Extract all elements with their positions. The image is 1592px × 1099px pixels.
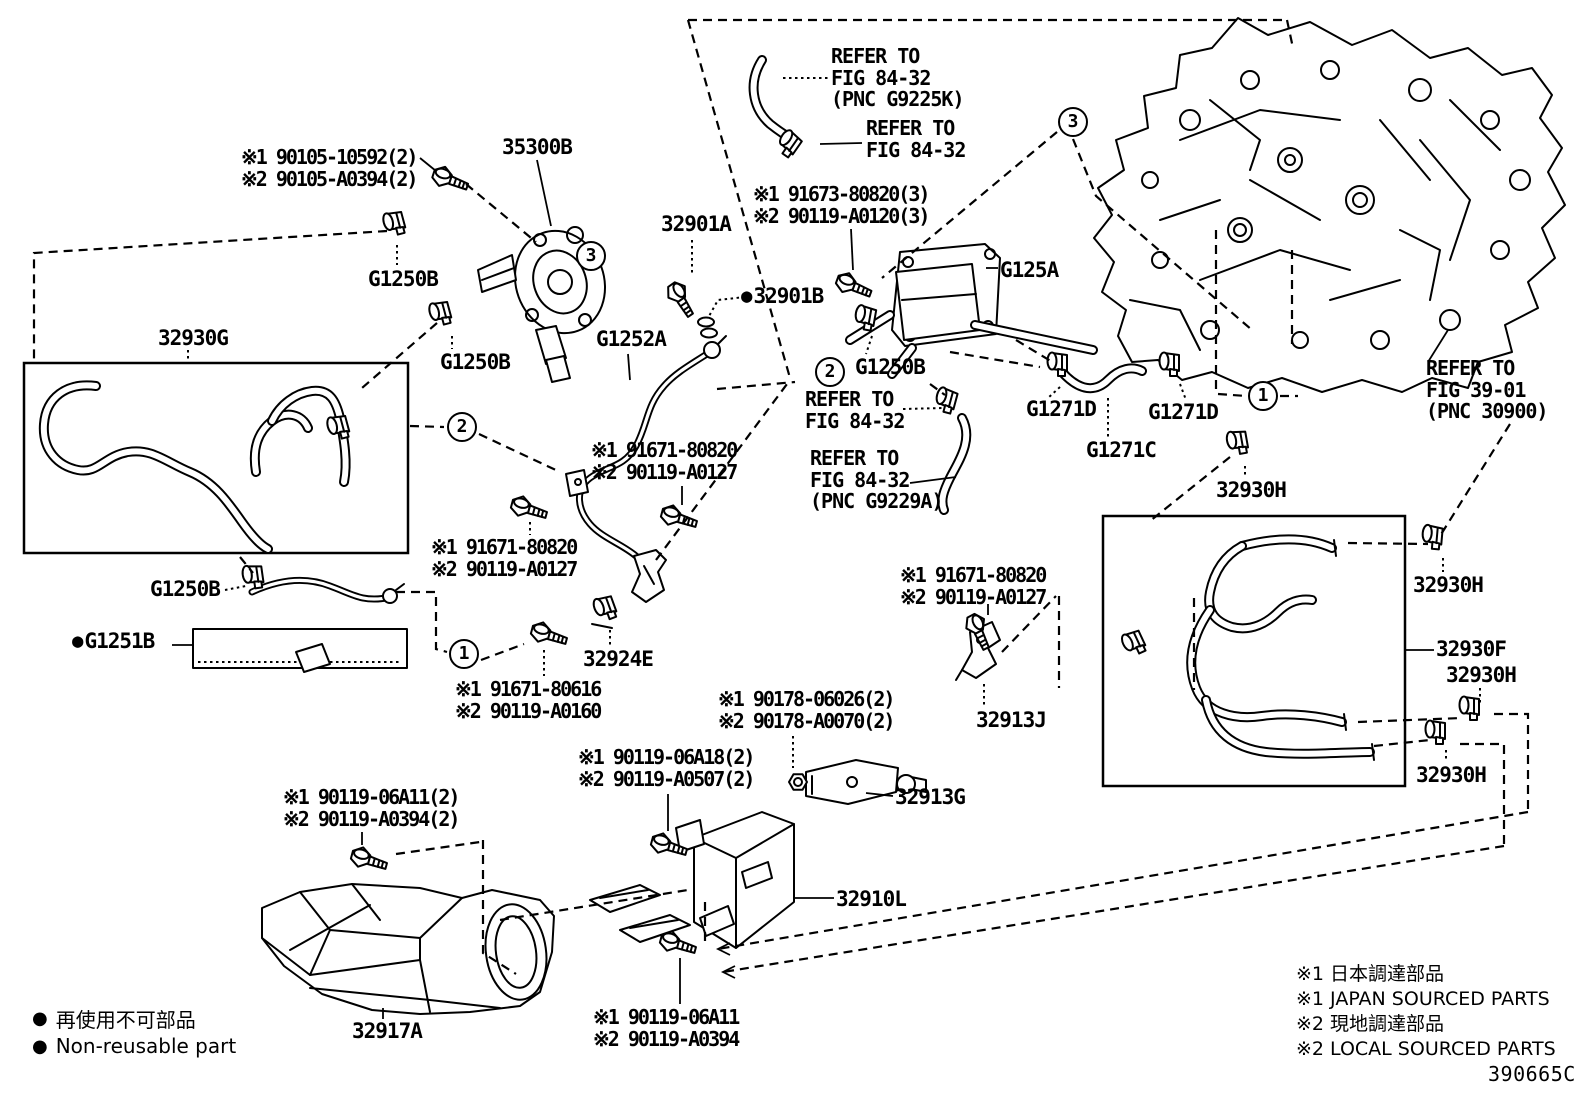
note-91671-80616: ※1 91671-80616※2 90119-A0160 [455,677,602,723]
air-duct-drawing [261,883,555,1015]
part-label-32913g[interactable]: 32913G [895,785,966,809]
part-label-32924e[interactable]: 32924E [583,647,654,671]
clamp-32930h-bottom [1424,719,1446,745]
part-label-32930f[interactable]: 32930F [1436,637,1507,661]
non-reusable-bullet-icon: ● [32,1008,48,1029]
note-90119-06a11-bottom: ※1 90119-06A11※2 90119-A0394 [593,1005,740,1051]
dotted-leader-lines [187,77,1481,768]
part-label-32930h-d[interactable]: 32930H [1416,763,1487,787]
clamp-32930h-top [1224,428,1250,457]
note-91671-80820-c: ※1 91671-80820※2 90119-A0127 [900,563,1047,609]
note-91671-80820-b: ※1 91671-80820※2 90119-A0127 [431,535,578,581]
note-90119-06a11-duct: ※1 90119-06A11(2)※2 90119-A0394(2) [283,785,460,831]
clamp-g1250b-top [380,208,408,239]
bolt-91671-left [508,493,551,524]
clamp-refer-mid [932,385,960,416]
non-reusable-bullet-icon: ● [72,630,83,652]
hose-g9229a-drawing [937,413,972,515]
callout-3-right[interactable]: 3 [1058,107,1088,137]
part-label-g1251b[interactable]: ● G1251B [72,629,155,653]
note-90178: ※1 90178-06026(2)※2 90178-A0070(2) [718,687,895,733]
part-label-32930h-c[interactable]: 32930H [1446,663,1517,687]
bolt-91671-80616 [528,619,571,650]
callout-3-left[interactable]: 3 [576,241,606,271]
part-label-g1271d-left[interactable]: G1271D [1026,397,1097,421]
ecu-bracket-32910l-drawing [589,811,795,949]
oring-32901b [697,316,718,339]
non-reusable-bullet-icon: ● [32,1035,48,1057]
bolt-90119-06a11-duct [348,844,391,875]
legend-non-reusable-en: ● Non-reusable part [32,1034,237,1058]
callout-1-right[interactable]: 1 [1248,381,1278,411]
part-label-g1250b-mid[interactable]: G1250B [855,355,926,379]
part-label-32930h-b[interactable]: 32930H [1413,573,1484,597]
part-label-g1271c[interactable]: G1271C [1086,438,1157,462]
part-label-35300b[interactable]: 35300B [502,135,573,159]
part-label-g1250b-second[interactable]: G1250B [440,350,511,374]
tube-g1251b-drawing [192,562,408,673]
tube-g1252a-drawing [565,335,727,603]
part-label-32917a[interactable]: 32917A [352,1019,423,1043]
part-label-g1271d-right[interactable]: G1271D [1148,400,1219,424]
non-reusable-bullet-icon: ● [741,285,752,307]
callout-2-mid[interactable]: 2 [815,357,845,387]
clip-32924e-drawing [590,592,620,629]
hose-set-32930g-drawing [22,361,410,555]
part-label-g125a[interactable]: G125A [1000,258,1059,282]
note-91671-80820-a: ※1 91671-80820※2 90119-A0127 [591,438,738,484]
hose-g1271c-drawing [1046,351,1180,394]
part-label-32930g[interactable]: 32930G [158,326,229,350]
hose-g9225k-drawing [748,55,805,160]
clamp-g1250b-second [426,298,454,329]
part-label-g1250b-left[interactable]: G1250B [150,577,221,601]
transmission-drawing [1093,17,1566,393]
bolt-90105 [429,163,472,196]
solid-leader-lines [172,142,1449,1019]
diagram-code: 390665C [1488,1062,1576,1086]
legend-sourcing-notes: ※1 日本調達部品 ※1 JAPAN SOURCED PARTS ※2 現地調達… [1296,963,1556,1060]
part-label-g1250b-top[interactable]: G1250B [368,267,439,291]
bolt-90119-06a11-bottom [657,928,700,959]
callout-1-left[interactable]: 1 [449,639,479,669]
note-91673: ※1 91673-80820(3)※2 90119-A0120(3) [753,182,930,228]
bolt-91673 [832,269,876,303]
part-label-g1252a[interactable]: G1252A [596,327,667,351]
part-label-32930h-a[interactable]: 32930H [1216,478,1287,502]
hose-set-32930f-drawing [1101,514,1407,788]
bracket-32913g-drawing [788,759,927,805]
clamp-32930h-mid [1458,695,1480,721]
callout-2-left[interactable]: 2 [447,412,477,442]
part-label-32913j[interactable]: 32913J [976,708,1047,732]
oil-cooler-drawing [845,243,1098,379]
part-label-32901a[interactable]: 32901A [661,212,732,236]
part-label-32901b[interactable]: ● 32901B [741,284,824,308]
bolt-91671-right [658,502,701,533]
clamp-g1250b-mid [852,303,878,332]
bolt-32901a [662,277,702,321]
note-90105: ※1 90105-10592(2)※2 90105-A0394(2) [241,145,418,191]
legend-non-reusable-jp: ● 再使用不可部品 [32,1008,196,1032]
part-label-32910l[interactable]: 32910L [836,887,907,911]
clamp-32930h-right [1420,523,1444,551]
dashed-lines [32,18,1530,979]
note-90119-06a18: ※1 90119-06A18(2)※2 90119-A0507(2) [578,745,755,791]
